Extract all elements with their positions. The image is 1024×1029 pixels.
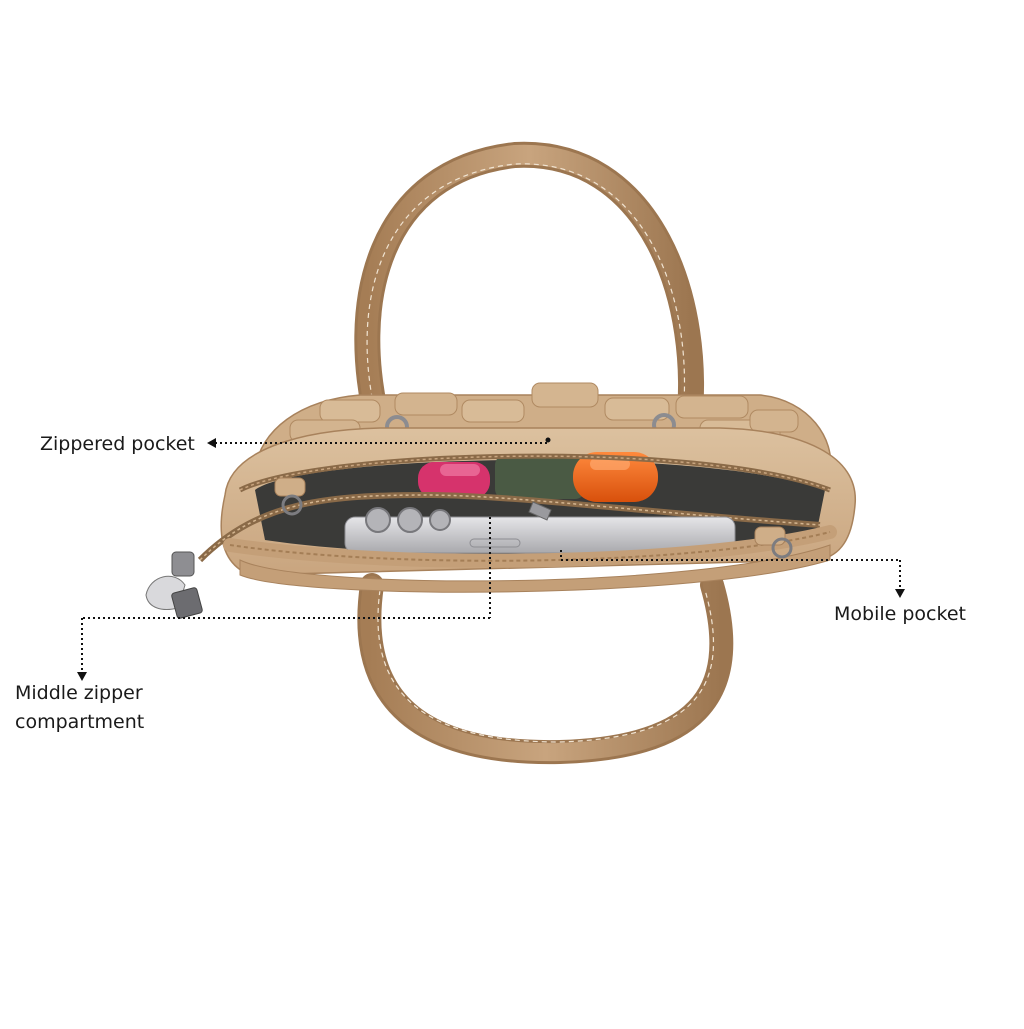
middle-zipper-label-line2: compartment (15, 711, 145, 733)
orange-bottle (573, 452, 658, 502)
dark-bottle (495, 455, 585, 499)
bottom-handle (357, 573, 734, 765)
middle-zipper-compartment-label: Middle zipper compartment (15, 679, 144, 737)
arrowhead-icon (77, 672, 87, 681)
mobile-pocket-label: Mobile pocket (834, 603, 966, 625)
pink-bottle (418, 462, 490, 498)
arrowhead-icon (207, 438, 216, 448)
zipper-pull-icon (145, 551, 203, 619)
zippered-pocket-zipper (238, 453, 831, 493)
arrowhead-icon (895, 589, 905, 598)
middle-zipper-label-line1: Middle zipper (15, 682, 143, 704)
zipper-pull-icon (528, 501, 552, 521)
leader-lines (77, 437, 905, 681)
side-loop-left (274, 477, 306, 497)
top-handle (354, 141, 704, 445)
zippered-pocket-label: Zippered pocket (40, 433, 195, 455)
side-loop-right (754, 526, 786, 546)
